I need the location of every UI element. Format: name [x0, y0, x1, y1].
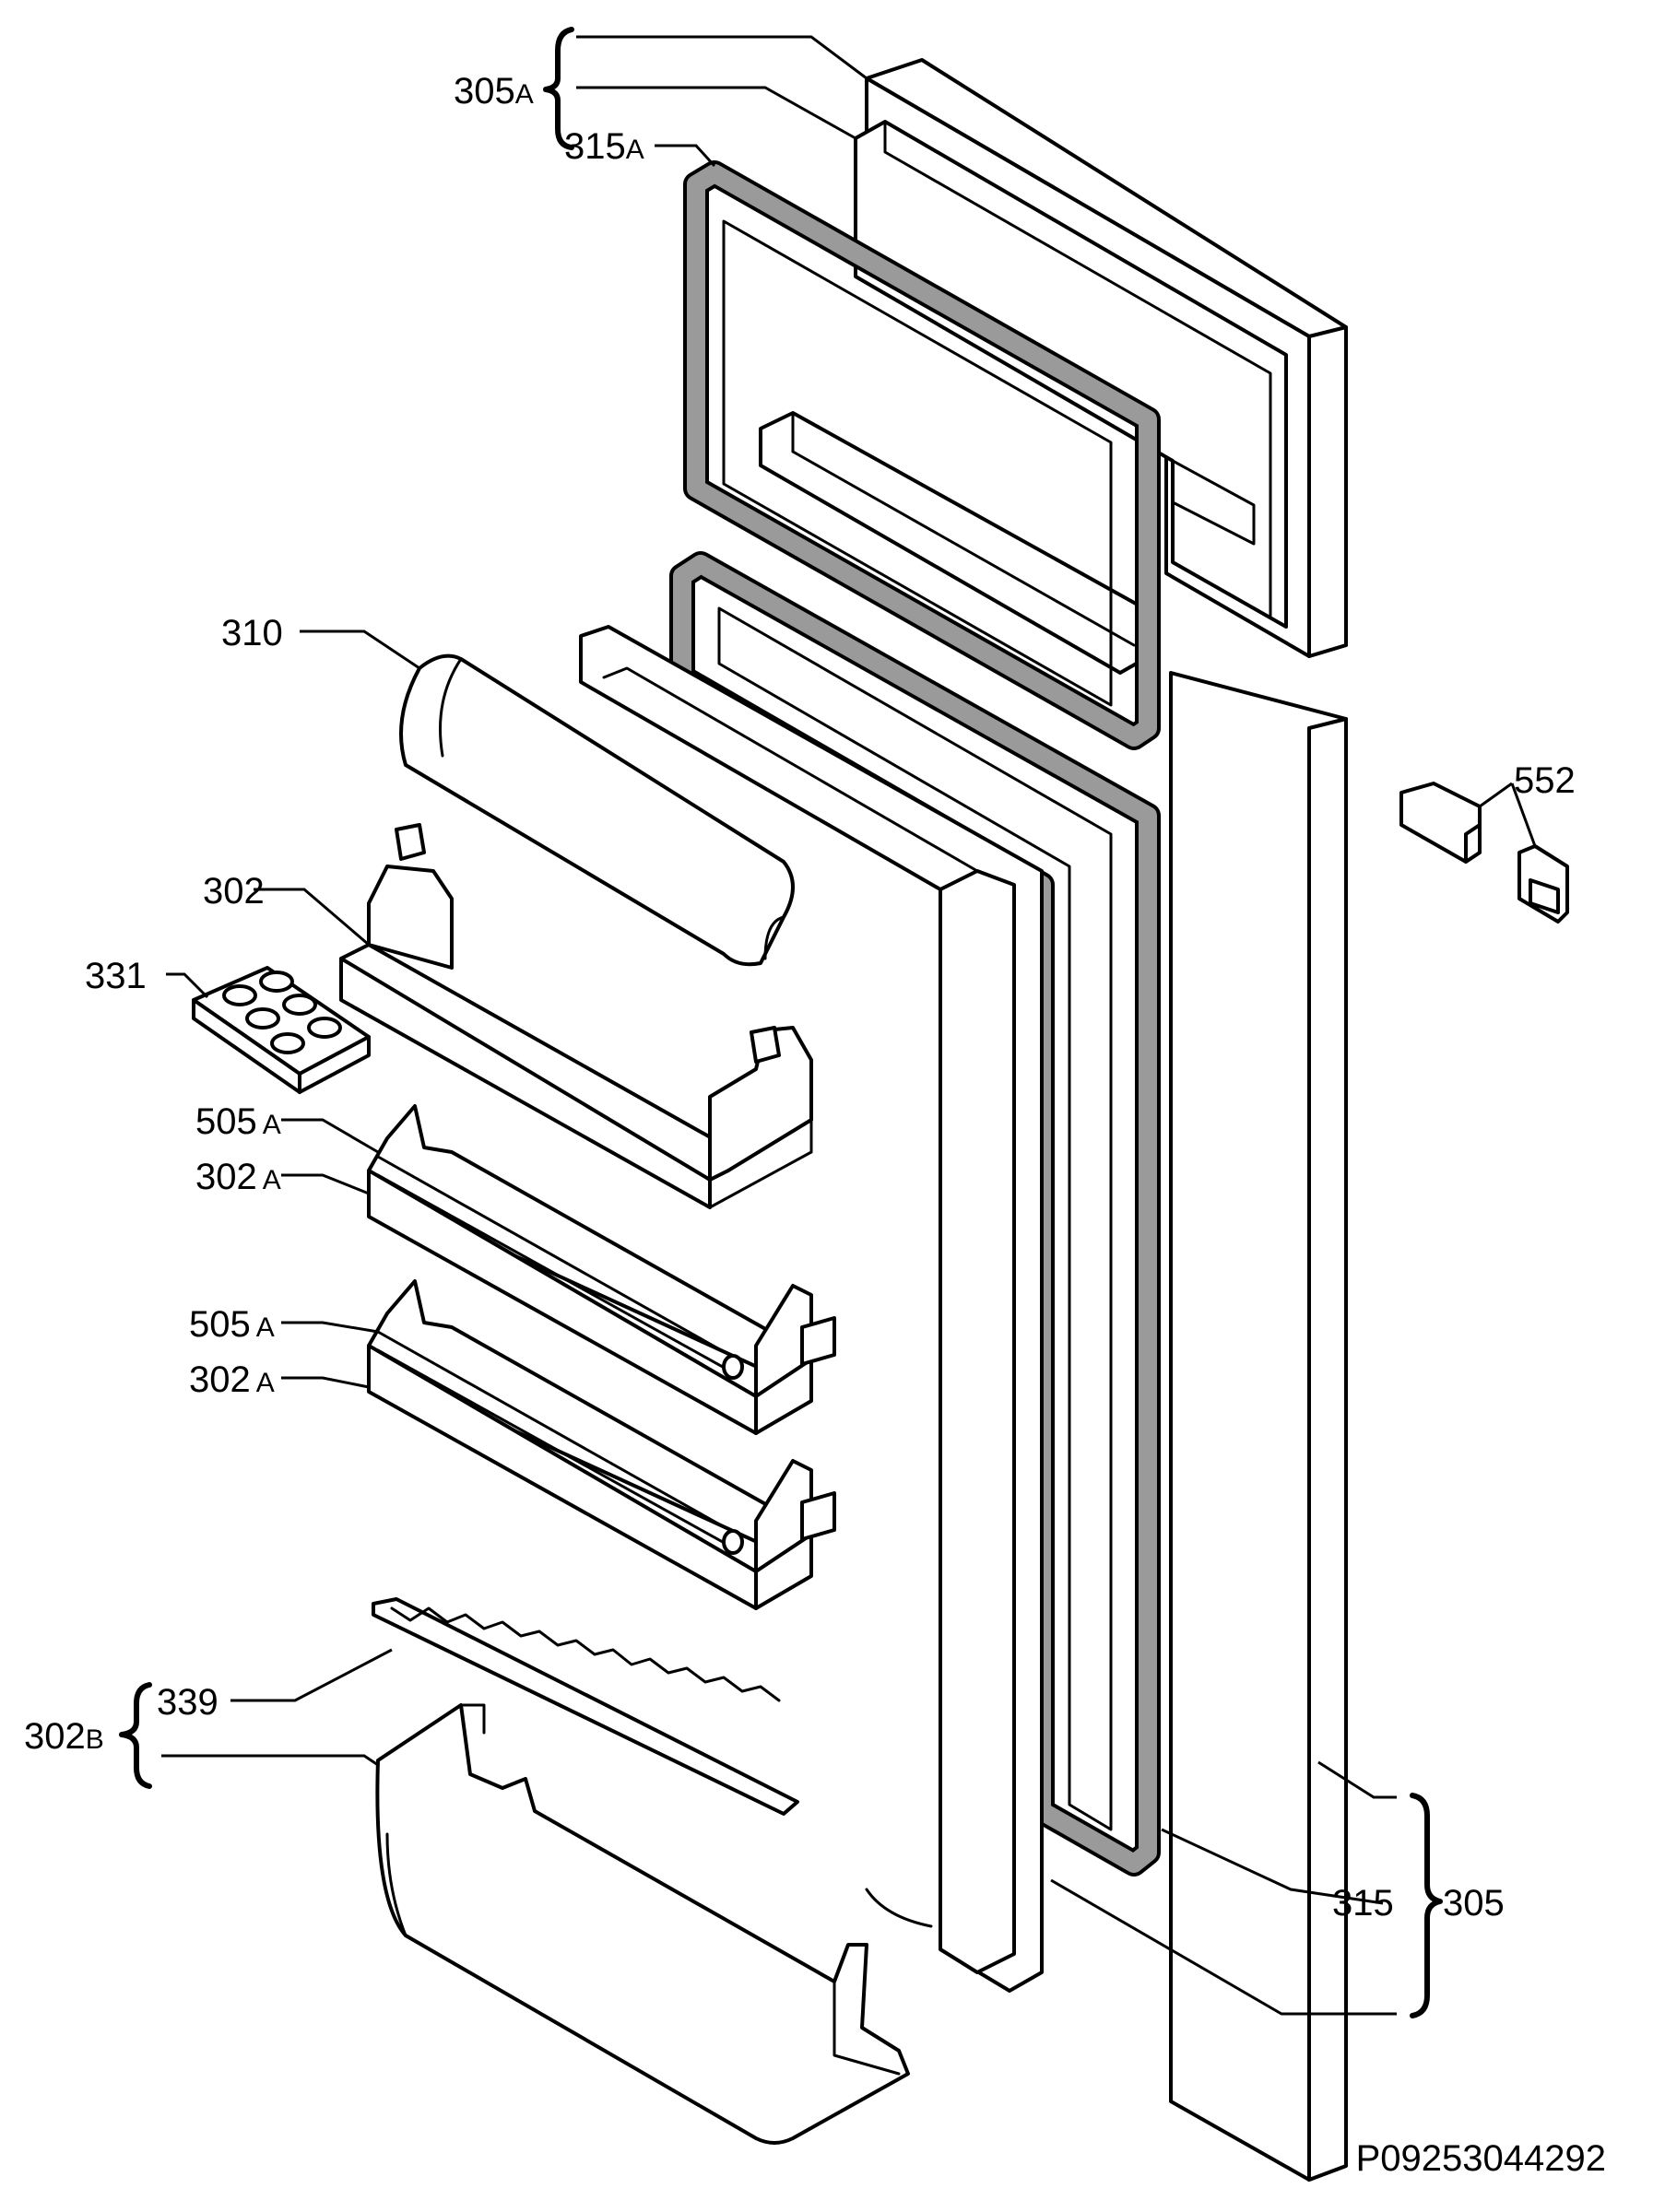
- brace-302B: [119, 1682, 152, 1789]
- fridge-door-inner-liner: [579, 625, 1044, 1993]
- bottle-retainer: [372, 1597, 799, 1816]
- bottle-shelf: [375, 1703, 910, 2145]
- callout-302B: 302B: [24, 1716, 104, 1757]
- dairy-compartment-flap: [399, 653, 795, 967]
- callout-302: 302: [203, 871, 265, 912]
- fridge-door-outer-panel: [1169, 671, 1348, 2182]
- brace-305A: [543, 27, 574, 150]
- callout-552: 552: [1514, 760, 1576, 801]
- callout-305: 305: [1443, 1883, 1505, 1924]
- callout-331: 331: [85, 956, 147, 996]
- callout-339: 339: [157, 1682, 218, 1723]
- door-shelf-with-bar-lower: [367, 1279, 836, 1610]
- door-shelf: [339, 823, 813, 1209]
- leader-lines: [161, 35, 1537, 2016]
- freezer-door-gasket: [683, 160, 1161, 750]
- callout-310: 310: [221, 613, 283, 653]
- callout-305A: 305A: [454, 71, 534, 112]
- drawing-code: P09253044292: [1356, 2138, 1606, 2179]
- brace-305: [1410, 1793, 1443, 2018]
- callout-315A: 315A: [564, 126, 644, 167]
- door-shelf-with-bar-upper: [367, 1104, 836, 1435]
- hinge-bracket-clip: [1517, 844, 1569, 924]
- egg-tray: [192, 966, 371, 1094]
- hinge-bracket-plate: [1399, 782, 1482, 864]
- callout-315: 315: [1332, 1883, 1394, 1924]
